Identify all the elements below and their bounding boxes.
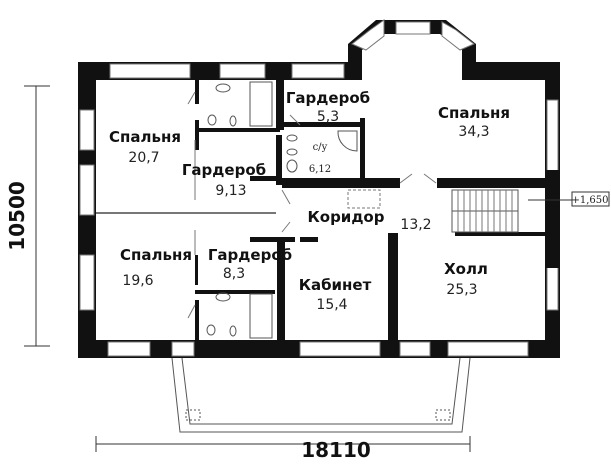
interior-walls	[96, 80, 560, 343]
doors[interactable]	[187, 91, 437, 319]
room-study: Кабинет 15,4	[299, 276, 372, 313]
svg-text:25,3: 25,3	[446, 282, 477, 298]
svg-text:34,3: 34,3	[458, 124, 489, 140]
level-mark-label: +1,650	[571, 195, 608, 206]
svg-text:6,12: 6,12	[309, 164, 331, 175]
width-dimension-label: 18110	[301, 438, 371, 462]
sink-icon	[286, 159, 298, 173]
svg-text:Спальня: Спальня	[109, 128, 181, 146]
svg-text:Гардероб: Гардероб	[182, 161, 266, 179]
svg-text:13,2: 13,2	[400, 217, 431, 233]
svg-text:19,6: 19,6	[122, 273, 153, 289]
room-wardrobe-1: Гардероб 9,13	[182, 161, 266, 199]
width-dimension: 18110	[95, 436, 471, 462]
svg-text:Гардероб: Гардероб	[286, 89, 370, 107]
stairs[interactable]	[451, 189, 519, 233]
svg-text:15,4: 15,4	[316, 297, 347, 313]
room-wardrobe-3: Гардероб 8,3	[208, 246, 292, 282]
room-hall: Холл 25,3	[444, 260, 488, 298]
svg-text:Коридор: Коридор	[308, 208, 385, 226]
svg-text:Гардероб: Гардероб	[208, 246, 292, 264]
level-mark: +1,650	[528, 191, 610, 207]
room-bedroom-3: Спальня 19,6	[120, 246, 192, 289]
outer-walls	[78, 19, 560, 358]
toilet-icon	[286, 134, 298, 142]
svg-text:Спальня: Спальня	[120, 246, 192, 264]
toilet-icon	[207, 114, 217, 126]
sink-icon	[215, 292, 231, 302]
height-dimension: 10500	[5, 85, 50, 347]
room-wardrobe-2: Гардероб 5,3	[286, 89, 370, 125]
svg-text:20,7: 20,7	[128, 150, 159, 166]
porch	[171, 357, 471, 433]
bathtub-icon	[249, 293, 273, 339]
bidet-icon	[229, 325, 237, 337]
height-dimension-label: 10500	[5, 181, 29, 251]
svg-text:Кабинет: Кабинет	[299, 276, 372, 294]
bathtub-icon	[249, 81, 273, 127]
sink-icon	[215, 83, 231, 93]
svg-text:9,13: 9,13	[215, 183, 246, 199]
room-bedroom-1: Спальня 20,7	[109, 128, 181, 166]
svg-text:Холл: Холл	[444, 260, 488, 278]
room-bedroom-2: Спальня 34,3	[438, 104, 510, 140]
svg-text:с/у: с/у	[313, 142, 328, 153]
room-bathroom: с/у 6,12	[309, 142, 331, 175]
toilet-icon	[206, 324, 216, 336]
bidet-icon	[229, 115, 237, 127]
svg-text:5,3: 5,3	[317, 109, 339, 125]
bidet-icon	[286, 148, 298, 156]
svg-text:8,3: 8,3	[223, 266, 245, 282]
bathroom-fixtures	[206, 81, 358, 339]
svg-text:Спальня: Спальня	[438, 104, 510, 122]
room-corridor: Коридор 13,2	[308, 208, 432, 233]
shower-icon	[337, 130, 358, 152]
